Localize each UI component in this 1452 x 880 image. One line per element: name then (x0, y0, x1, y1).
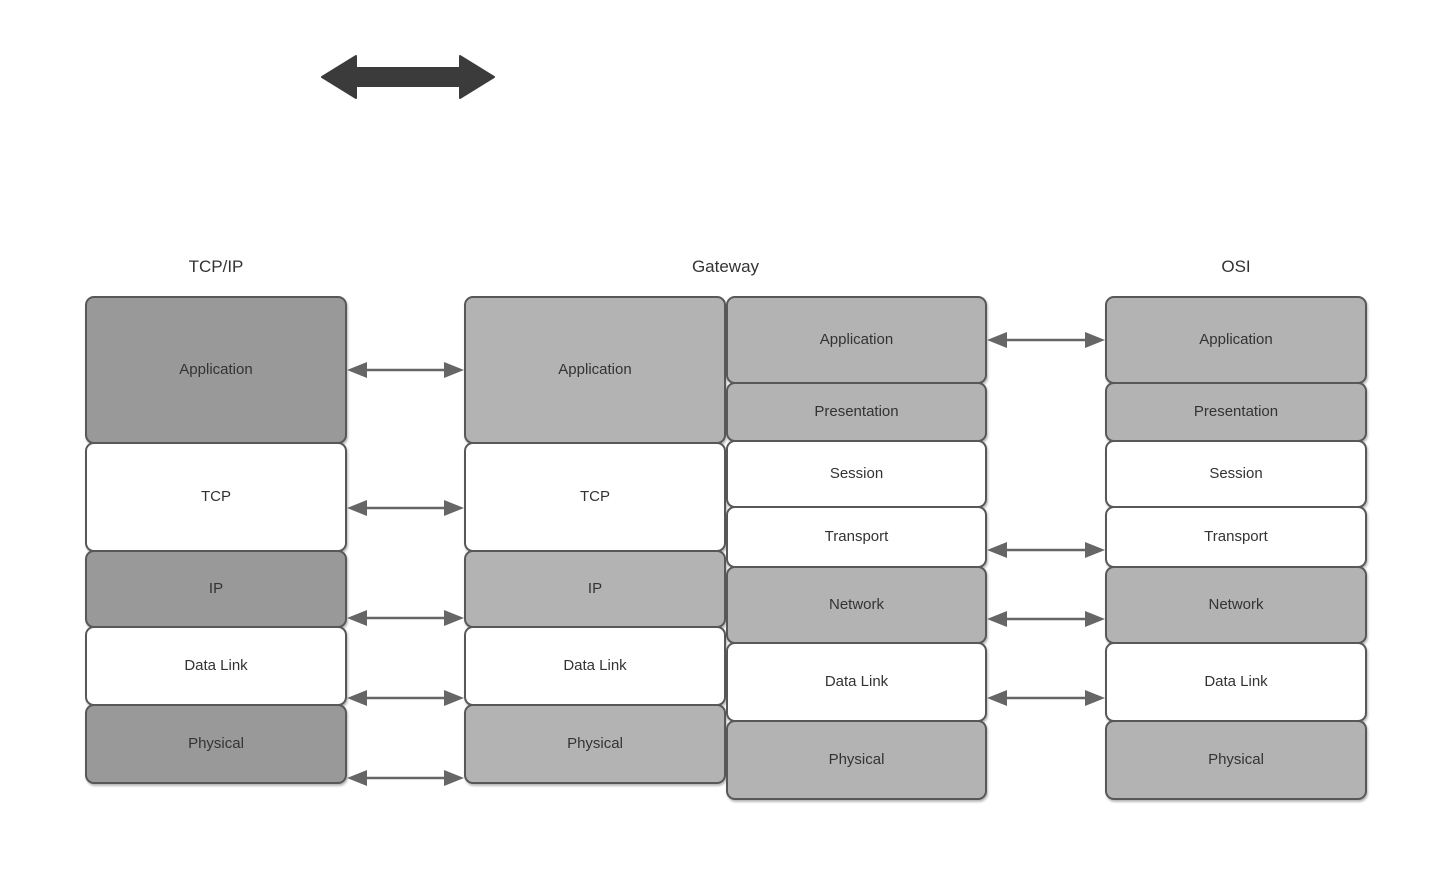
connector-arrow-ip (347, 607, 464, 629)
layer-gateway-data-link[interactable]: Data Link (464, 626, 726, 706)
layer-tcpip-ip[interactable]: IP (85, 550, 347, 628)
layer-osi-network[interactable]: Network (1105, 566, 1367, 644)
double-headed-arrow-icon (318, 52, 498, 102)
column-title-osi: OSI (1221, 257, 1251, 276)
layer-osi-transport[interactable]: Transport (1105, 506, 1367, 568)
layer-osi-physical[interactable]: Physical (1105, 720, 1367, 800)
layer-gateway-osi-application[interactable]: Application (726, 296, 987, 384)
layer-tcpip-physical[interactable]: Physical (85, 704, 347, 784)
layer-osi-session[interactable]: Session (1105, 440, 1367, 508)
layer-gateway-ip[interactable]: IP (464, 550, 726, 628)
layer-osi-presentation[interactable]: Presentation (1105, 382, 1367, 442)
layer-gateway-osi-transport[interactable]: Transport (726, 506, 987, 568)
layer-osi-application[interactable]: Application (1105, 296, 1367, 384)
connector-arrow-application (347, 359, 464, 381)
layer-gateway-physical[interactable]: Physical (464, 704, 726, 784)
layer-gateway-osi-network[interactable]: Network (726, 566, 987, 644)
stack-gateway-left: Application TCP IP Data Link Physical (464, 296, 726, 784)
layer-tcpip-data-link[interactable]: Data Link (85, 626, 347, 706)
column-title-gateway: Gateway (691, 257, 760, 276)
layer-gateway-osi-session[interactable]: Session (726, 440, 987, 508)
layer-gateway-tcp[interactable]: TCP (464, 442, 726, 552)
stack-gateway-right: Application Presentation Session Transpo… (726, 296, 987, 800)
layer-gateway-osi-physical[interactable]: Physical (726, 720, 987, 800)
connector-arrow-osi-transport (987, 539, 1105, 561)
connector-arrow-physical-left (347, 767, 464, 789)
connector-arrow-osi-data-link (987, 687, 1105, 709)
layer-tcpip-application[interactable]: Application (85, 296, 347, 444)
layer-tcpip-tcp[interactable]: TCP (85, 442, 347, 552)
layer-gateway-application[interactable]: Application (464, 296, 726, 444)
stack-osi: Application Presentation Session Transpo… (1105, 296, 1367, 800)
layer-gateway-osi-data-link[interactable]: Data Link (726, 642, 987, 722)
connector-arrow-osi-network (987, 608, 1105, 630)
layer-osi-data-link[interactable]: Data Link (1105, 642, 1367, 722)
connector-arrow-tcp (347, 497, 464, 519)
stack-tcpip: Application TCP IP Data Link Physical (85, 296, 347, 784)
column-title-tcpip: TCP/IP (188, 257, 244, 276)
connector-arrow-data-link-left (347, 687, 464, 709)
layer-gateway-osi-presentation[interactable]: Presentation (726, 382, 987, 442)
connector-arrow-osi-application (987, 329, 1105, 351)
